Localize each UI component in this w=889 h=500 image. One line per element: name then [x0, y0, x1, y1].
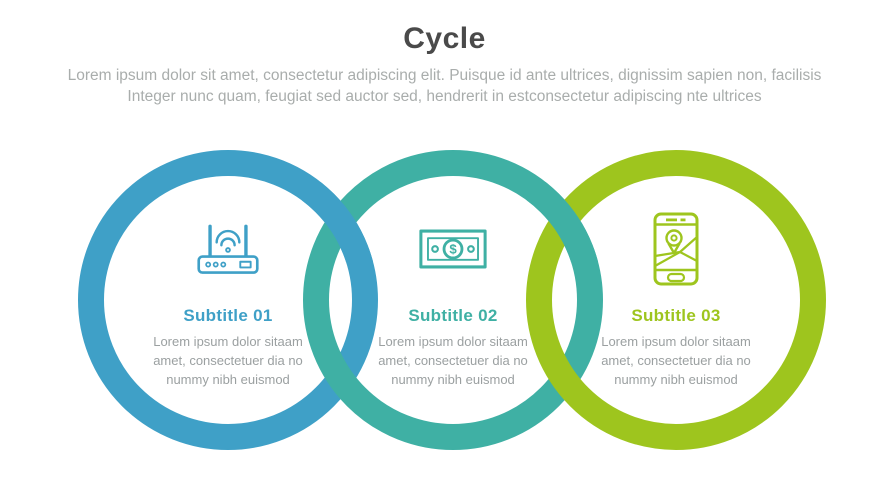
description-line-1: Lorem ipsum dolor sit amet, consectetur …	[67, 67, 822, 84]
phone-map-icon	[653, 212, 699, 286]
ring-step-3	[526, 150, 826, 450]
step-3-body: Lorem ipsum dolor sitaam amet, consectet…	[601, 334, 751, 387]
ring-step-1	[78, 150, 378, 450]
cycle-step-2: $ Subtitle 02 Lorem ipsum dolor sitaam a…	[338, 212, 568, 389]
step-1-icon-box	[113, 212, 343, 286]
step-2-icon-box: $	[338, 212, 568, 286]
step-1-body: Lorem ipsum dolor sitaam amet, consectet…	[153, 334, 303, 387]
money-bill-icon: $	[419, 229, 487, 269]
ring-step-2	[303, 150, 603, 450]
step-2-subtitle: Subtitle 02	[408, 306, 498, 325]
step-2-body: Lorem ipsum dolor sitaam amet, consectet…	[378, 334, 528, 387]
header: Cycle Lorem ipsum dolor sit amet, consec…	[0, 0, 889, 107]
step-3-icon-box	[561, 212, 791, 286]
page-title: Cycle	[403, 22, 486, 55]
wifi-router-icon	[197, 224, 259, 274]
page-description: Lorem ipsum dolor sit amet, consectetur …	[0, 65, 889, 107]
dollar-symbol: $	[449, 242, 457, 257]
step-1-subtitle: Subtitle 01	[183, 306, 273, 325]
cycle-step-1: Subtitle 01 Lorem ipsum dolor sitaam ame…	[113, 212, 343, 389]
description-line-2: Integer nunc quam, feugiat sed auctor se…	[127, 88, 762, 105]
cycle-step-3: Subtitle 03 Lorem ipsum dolor sitaam ame…	[561, 212, 791, 389]
step-3-subtitle: Subtitle 03	[631, 306, 721, 325]
